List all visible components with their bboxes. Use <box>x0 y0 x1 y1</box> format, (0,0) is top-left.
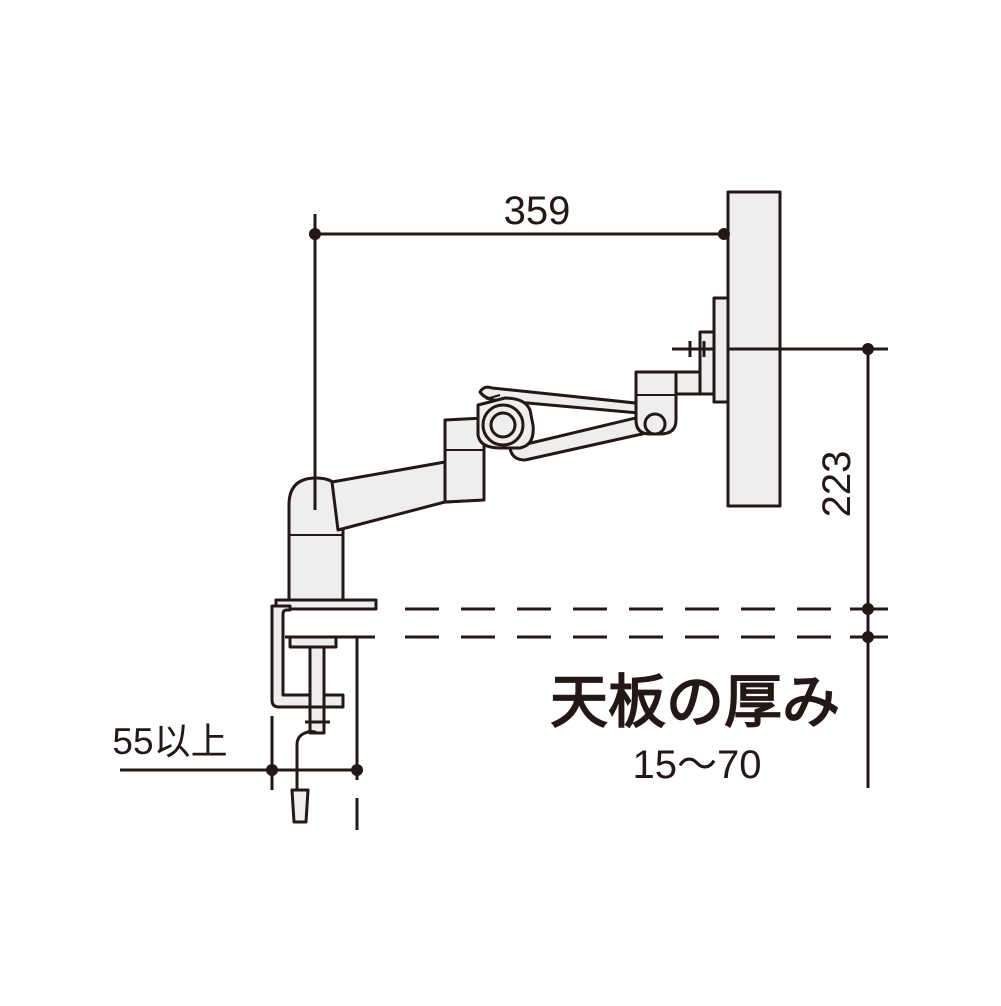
tabletop-thickness-label: 天板の厚み <box>550 670 840 735</box>
tabletop-thickness-range: 15〜70 <box>633 743 762 787</box>
clamp-clearance-label: 55以上 <box>112 721 227 762</box>
dimension-359 <box>309 214 730 510</box>
clamp-frame <box>270 604 345 709</box>
dimension-223 <box>728 343 888 788</box>
dimension-55 <box>120 637 363 830</box>
vesa-nut <box>698 330 716 396</box>
clamp-handle <box>295 730 318 790</box>
vertical-height-label: 223 <box>815 451 859 518</box>
clamp-handle-grip <box>290 788 310 824</box>
tabletop <box>285 607 850 639</box>
upper-arm-bottom-link <box>508 413 662 462</box>
vesa-bracket <box>712 296 730 404</box>
clamp-screw <box>308 645 326 709</box>
horizontal-reach-label: 359 <box>504 189 571 233</box>
head-shaft <box>674 370 704 396</box>
lower-arm-joint <box>443 416 486 504</box>
clamp-screw-lower <box>308 705 326 735</box>
